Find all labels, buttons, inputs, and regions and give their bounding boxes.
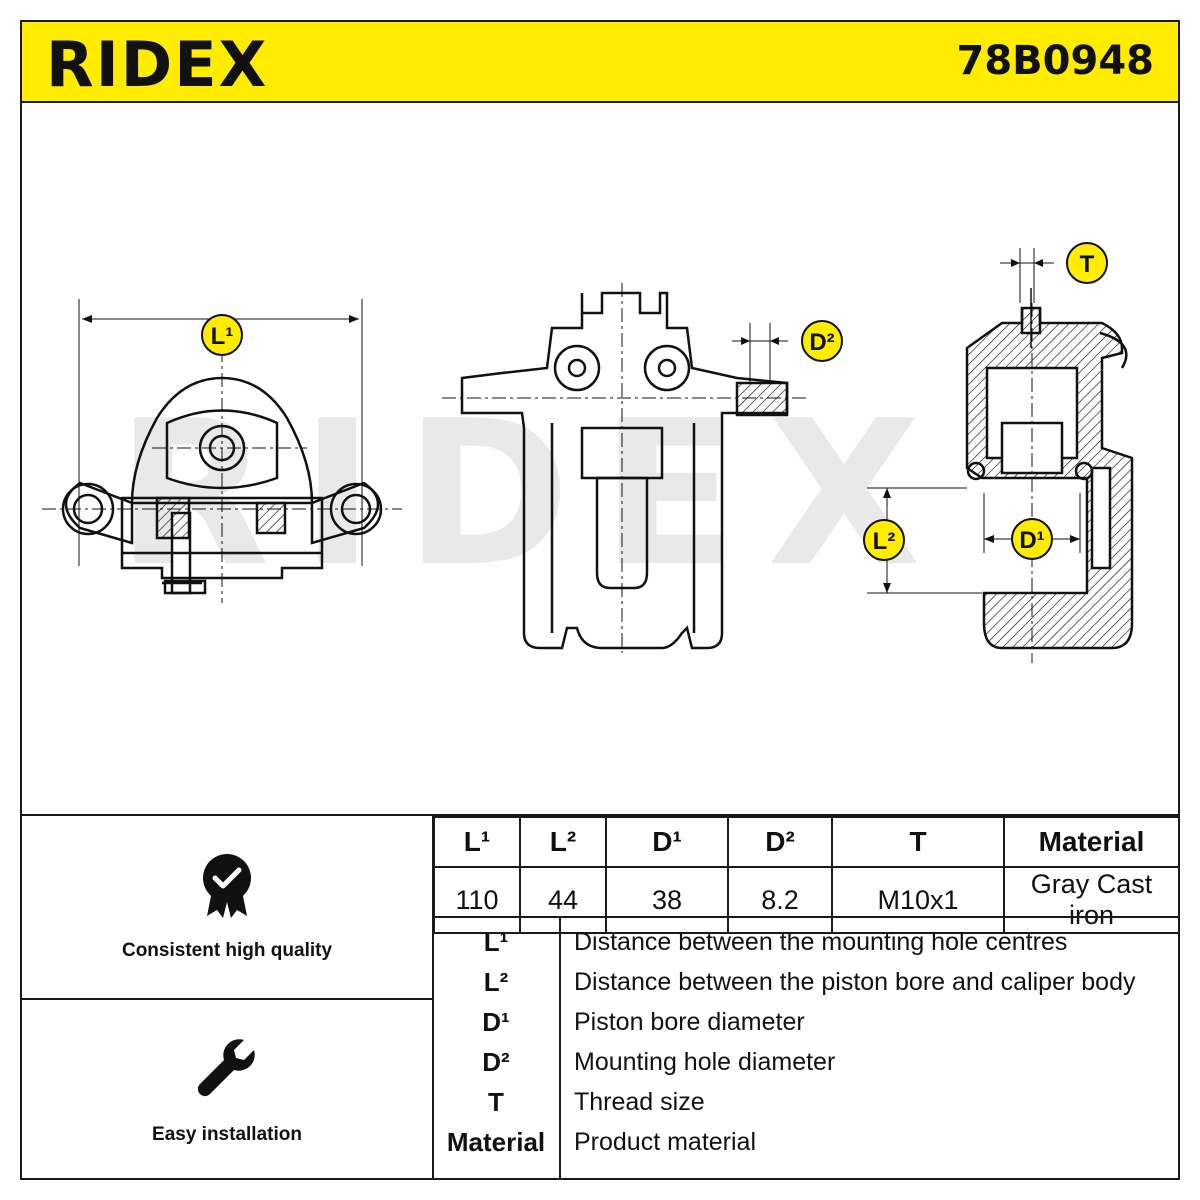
- specs-header-row: L¹ L² D¹ D² T Material: [433, 816, 1180, 868]
- specs-value-d2: 8.2: [727, 866, 833, 934]
- badge-l2-text: L²: [873, 528, 896, 555]
- specs-header-l1: L¹: [433, 816, 521, 868]
- features-divider: [22, 998, 432, 1000]
- dimension-badge-d1: D¹: [1011, 518, 1053, 560]
- legend-top-border: [433, 916, 1180, 918]
- legend-key: L¹: [483, 927, 509, 957]
- feature-quality-label: Consistent high quality: [121, 940, 333, 961]
- specs-value-l2: 44: [519, 866, 607, 934]
- caliper-rear-view: [442, 283, 807, 653]
- caliper-front-view: [42, 299, 402, 603]
- specs-table: L¹ L² D¹ D² T Material 110 44 38 8.2 M10…: [433, 816, 1180, 934]
- section-divider: [22, 814, 1178, 816]
- specs-value-material: Gray Cast iron: [1003, 866, 1180, 934]
- specs-header-t: T: [831, 816, 1005, 868]
- badge-d1-text: D¹: [1019, 527, 1044, 554]
- header-bar: RIDEX 78B0948: [22, 22, 1178, 103]
- specs-header-d2: D²: [727, 816, 833, 868]
- legend-key: Material: [446, 1127, 546, 1157]
- dimension-badge-d2: D²: [801, 320, 843, 362]
- part-number: 78B0948: [956, 38, 1154, 84]
- specs-header-material: Material: [1003, 816, 1180, 868]
- feature-installation-label: Easy installation: [152, 1124, 302, 1145]
- legend-column-divider: [559, 916, 561, 1180]
- legend-row-t: T Thread size: [433, 1082, 1180, 1122]
- legend-desc: Distance between the piston bore and cal…: [574, 968, 1136, 996]
- datasheet-frame: RIDEX 78B0948 RIDEX: [20, 20, 1180, 1180]
- legend-row-l1: L¹ Distance between the mounting hole ce…: [433, 922, 1180, 962]
- legend-key: D¹: [482, 1007, 510, 1037]
- feature-installation: Easy installation: [22, 1000, 432, 1180]
- badge-t-text: T: [1080, 251, 1095, 278]
- feature-quality: Consistent high quality: [22, 816, 432, 998]
- specs-header-l2: L²: [519, 816, 607, 868]
- legend-row-d1: D¹ Piston bore diameter: [433, 1002, 1180, 1042]
- legend-desc: Piston bore diameter: [574, 1008, 805, 1036]
- technical-drawing: RIDEX: [22, 103, 1178, 814]
- legend-key: T: [488, 1087, 504, 1117]
- dimension-badge-t: T: [1066, 242, 1108, 284]
- legend-desc: Distance between the mounting hole centr…: [574, 928, 1068, 956]
- legend-desc: Product material: [574, 1128, 757, 1156]
- specs-value-d1: 38: [605, 866, 729, 934]
- badge-d2-text: D²: [809, 329, 834, 356]
- watermark: RIDEX: [116, 378, 952, 611]
- caliper-drawings: L¹ D² T L² D¹: [42, 242, 1134, 663]
- legend-desc: Mounting hole diameter: [574, 1048, 836, 1076]
- badge-l1-text: L¹: [211, 323, 234, 350]
- wrench-icon: [197, 1039, 255, 1097]
- legend-desc: Thread size: [574, 1088, 705, 1116]
- quality-badge-icon: [203, 854, 251, 918]
- features-panel: Consistent high quality Easy installatio…: [22, 816, 434, 1180]
- specs-value-row: 110 44 38 8.2 M10x1 Gray Cast iron: [433, 866, 1180, 934]
- legend-row-l2: L² Distance between the piston bore and …: [433, 962, 1180, 1002]
- specs-value-t: M10x1: [831, 866, 1005, 934]
- specs-value-l1: 110: [433, 866, 521, 934]
- legend-row-d2: D² Mounting hole diameter: [433, 1042, 1180, 1082]
- dimension-badge-l1: L¹: [201, 314, 243, 356]
- legend-row-material: Material Product material: [433, 1122, 1180, 1162]
- legend-key: D²: [482, 1047, 510, 1077]
- dimension-badge-l2: L²: [863, 519, 905, 561]
- caliper-section-view: [867, 248, 1134, 663]
- specs-header-d1: D¹: [605, 816, 729, 868]
- legend-key: L²: [483, 967, 509, 997]
- brand-logo: RIDEX: [46, 28, 269, 101]
